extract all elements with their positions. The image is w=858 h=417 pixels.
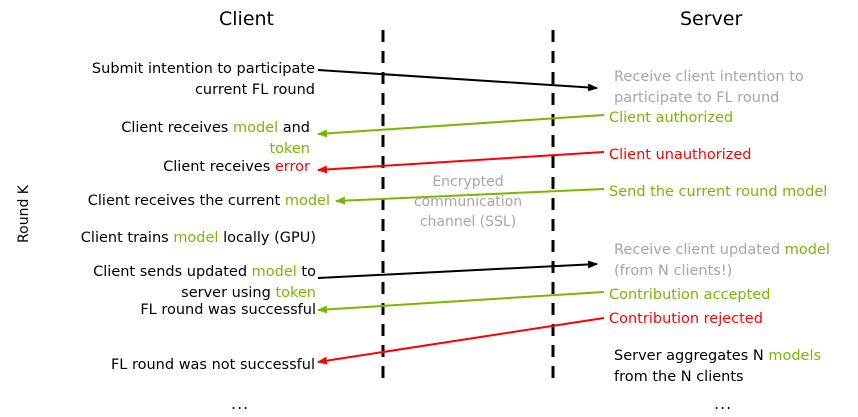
client-step-line: Client receives model and [121,118,310,139]
client-step-line: token [121,139,310,160]
client-step-line: Client receives error [163,157,310,178]
client-step-line: server using token [93,283,316,304]
rejected-arrow [317,317,605,365]
server-step-line: from the N clients [614,367,821,388]
step-text-red: error [274,159,310,175]
step-text-gray: (from N clients!) [614,263,733,279]
step-text-gray: Receive client updated [614,242,785,258]
client-step-5: Client trains model locally (GPU) [81,228,316,249]
step-text: Client trains [80,230,174,246]
client-step-3: Client receives error [163,157,310,178]
step-text: Client receives the current [87,193,285,209]
round-label: Round K [16,185,32,243]
server-step-line: Receive client intention to [614,67,804,88]
step-text: Client sends updated [93,264,252,280]
client-step-4: Client receives the current model [88,191,330,212]
step-text-green: model [784,242,830,258]
arrow-layer [317,69,605,365]
step-text-green: Contribution accepted [609,287,771,303]
step-text-red: Contribution rejected [609,311,763,327]
step-text: current FL round [194,82,315,98]
step-text: Server aggregates N [614,348,769,364]
step-text: locally (GPU) [218,230,316,246]
step-text: Submit intention to participate [91,61,315,77]
client-step-1: Submit intention to participate current F… [92,59,315,101]
client-step-8: FL round was not successful [111,355,315,376]
server-ellipsis: ... [714,394,733,413]
server-step-3: Client unauthorized [609,145,752,166]
intention-arrow [317,69,598,92]
client-step-line: FL round was successful [140,300,316,321]
step-text-green: token [269,141,310,157]
client-step-2: Client receives model and token [121,118,310,160]
step-text-green: models [768,348,822,364]
step-text: server using [181,285,276,301]
step-text-red: Client unauthorized [609,147,752,163]
server-step-line: Client unauthorized [609,145,752,166]
client-ellipsis: ... [231,394,250,413]
current-model-arrow [335,188,605,205]
client-step-7: FL round was successful [140,300,316,321]
server-step-line: Contribution accepted [609,285,770,306]
step-text-gray: participate to FL round [614,90,780,106]
step-text: Client receives [163,159,275,175]
server-step-line: participate to FL round [614,88,804,109]
client-step-line: Client sends updated model to [93,262,316,283]
step-text-green: model [251,264,297,280]
authorized-arrow [317,114,605,138]
step-text: Client receives [121,120,233,136]
server-step-line: (from N clients!) [614,261,830,282]
channel-label: Encrypted communication channel (SSL) [400,172,536,232]
server-header: Server [680,8,743,30]
step-text-green: Client authorized [609,110,734,126]
step-text-green: token [275,285,316,301]
server-step-1: Receive client intention to participate t… [614,67,804,109]
client-header: Client [219,8,275,30]
server-step-line: Receive client updated model [614,240,830,261]
step-text-green: model [284,193,330,209]
accepted-arrow [317,291,605,314]
server-step-5: Receive client updated model (from N clie… [614,240,830,282]
server-step-line: Server aggregates N models [614,346,821,367]
step-text: FL round was successful [140,302,316,318]
server-step-line: Client authorized [609,108,733,129]
client-step-line: Submit intention to participate [92,59,315,80]
step-text: from the N clients [614,369,744,385]
channel-label-line: Encrypted [432,174,504,190]
server-step-6: Contribution accepted [609,285,770,306]
step-text-green: model [232,120,279,136]
step-text-green: model [173,230,219,246]
client-step-line: Client receives the current model [88,191,330,212]
client-step-line: Client trains model locally (GPU) [81,228,316,249]
channel-label-line: communication [413,194,523,210]
server-step-4: Send the current round model [609,182,827,203]
client-step-line: current FL round [92,80,315,101]
server-step-line: Contribution rejected [609,309,763,330]
step-text-gray: Receive client intention to [614,69,804,85]
unauthorized-arrow [317,151,605,174]
server-step-2: Client authorized [609,108,733,129]
channel-label-line: channel (SSL) [419,214,517,230]
client-step-line: FL round was not successful [111,355,315,376]
step-text: and [278,120,310,136]
server-step-line: Send the current round model [609,182,827,203]
server-step-8: Server aggregates N models from the N cli… [614,346,821,388]
step-text-green: Send the current round model [609,184,828,200]
step-text: FL round was not successful [110,357,315,373]
updated-model-arrow [317,260,598,279]
step-text: to [296,264,316,280]
server-step-7: Contribution rejected [609,309,763,330]
